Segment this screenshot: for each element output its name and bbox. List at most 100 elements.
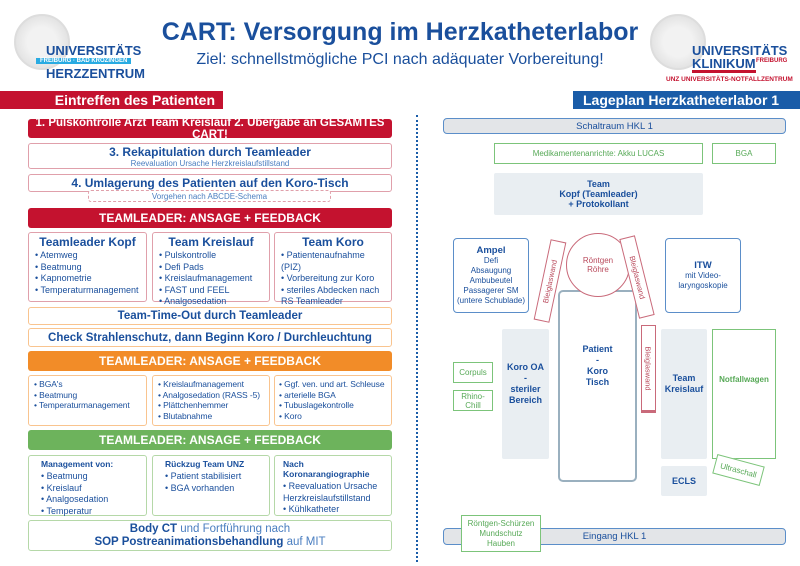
list-item: Plättchenhemmer — [158, 400, 264, 411]
col-title: Rückzug Team UNZ — [165, 459, 245, 469]
medikamente: Medikamentenanrichte: Akku LUCAS — [494, 143, 703, 164]
label: Absaugung — [470, 265, 512, 275]
label: Ambubeutel — [469, 275, 513, 285]
step3-box: 3. Rekapitulation durch Teamleader Reeva… — [28, 143, 392, 169]
label: ITW — [694, 259, 712, 271]
list-item: Kreislaufmanagement — [158, 379, 264, 390]
col-title: Nach Koronarangiographie — [283, 459, 370, 479]
logo-text: FREIBURG · BAD KROZINGEN — [36, 58, 132, 64]
label: Patient — [582, 344, 613, 354]
phase1-bar: TEAMLEADER: ANSAGE + FEEDBACK — [28, 208, 392, 228]
phase1-col-koro: Team Koro Patientenaufnahme (PIZ)Vorbere… — [274, 232, 392, 306]
final-box: Body CT und Fortführung nach SOP Postrea… — [28, 520, 392, 551]
list-item: Vorbereitung zur Koro — [281, 273, 385, 285]
final-bold: SOP Postreanimationsbehandlung — [94, 535, 284, 548]
label: + Protokollant — [568, 199, 629, 209]
phase2-col-3: Ggf. ven. und art. Schleusearterielle BG… — [274, 375, 392, 426]
bga: BGA — [712, 143, 776, 164]
list-item: Koro — [279, 411, 387, 422]
list-item: Kreislaufmanagement — [159, 273, 263, 285]
list-item: Analgosedation — [41, 494, 134, 506]
label: steriler — [510, 384, 541, 394]
label: Röntgen-Schürzen — [467, 518, 535, 528]
col-title: Team Kreislauf — [168, 235, 254, 249]
list-item: Temperaturmanagement — [34, 400, 141, 411]
label: Tisch — [585, 377, 610, 387]
list-item: arterielle BGA — [279, 390, 387, 401]
final-text: und Fortführung nach — [177, 522, 291, 535]
step3-title: 3. Rekapitulation durch Teamleader — [109, 144, 311, 159]
university-seal-icon — [650, 14, 706, 70]
list-item: Defi Pads — [159, 262, 263, 274]
list-item: Beatmung — [41, 471, 134, 483]
list-item: Beatmung — [35, 262, 140, 274]
page-subtitle: Ziel: schnellstmögliche PCI nach adäquat… — [196, 51, 604, 68]
step3-sub: Reevaluation Ursache Herzkreislaufstills… — [130, 158, 290, 168]
logo-text: UNIVERSITÄTS — [46, 43, 142, 58]
label: - — [524, 373, 527, 383]
phase3-col-1: Management von: BeatmungKreislaufAnalgos… — [28, 455, 147, 516]
label: Chill — [465, 400, 481, 410]
label: Koro — [587, 366, 608, 376]
itw: ITW mit Video-laryngoskopie — [665, 238, 741, 313]
logo-text: HERZZENTRUM — [46, 66, 145, 81]
rhino-chill: Rhino-Chill — [453, 390, 493, 411]
phase3-col-3: Nach Koronarangiographie Reevaluation Ur… — [274, 455, 392, 516]
col-title: Team Koro — [302, 235, 364, 249]
label: Bleiglaswand — [541, 258, 560, 304]
label: laryngoskopie — [678, 280, 728, 290]
list-item: Patientenaufnahme (PIZ) — [281, 250, 385, 273]
list-item: Analgosedation — [159, 296, 263, 308]
section-title-layout: Lageplan Herzkatheterlabor 1 — [573, 91, 800, 109]
list-item: Kapnometrie — [35, 273, 140, 285]
label: Koro OA — [507, 362, 544, 372]
label: Hauben — [486, 538, 516, 548]
list-item: Blutabnahme — [158, 411, 264, 422]
label: Röhre — [587, 265, 609, 274]
col-title: Teamleader Kopf — [39, 235, 136, 249]
list-item: Kreislauf — [41, 483, 134, 495]
schaltraum: Schaltraum HKL 1 — [443, 118, 786, 134]
label: Bereich — [508, 395, 543, 405]
phase1-col-kreislauf: Team Kreislauf PulskontrolleDefi PadsKre… — [152, 232, 270, 306]
list-item: Beatmung — [34, 390, 141, 401]
phase2-col-1: BGA'sBeatmungTemperaturmanagement — [28, 375, 147, 426]
label: Mundschutz — [479, 528, 523, 538]
phase1-col-kopf: Teamleader Kopf AtemwegBeatmungKapnometr… — [28, 232, 147, 302]
label: Ampel — [476, 244, 506, 256]
logo-text: UNZ UNIVERSITÄTS-NOTFALLZENTRUM — [666, 76, 793, 83]
logo-text: KLINIKUM — [692, 56, 756, 73]
label: Röntgen — [582, 256, 614, 265]
list-item: Patient stabilisiert — [165, 471, 257, 483]
herzzentrum-logo: UNIVERSITÄTS FREIBURG · BAD KROZINGEN HE… — [14, 14, 164, 84]
check-box: Check Strahlenschutz, dann Beginn Koro /… — [28, 328, 392, 347]
list-item: Analgosedation (RASS -5) — [158, 390, 264, 401]
klinikum-logo: UNIVERSITÄTS KLINIKUM FREIBURG UNZ UNIVE… — [650, 14, 800, 84]
bleiglaswand-vertical: Bleiglaswand — [641, 325, 656, 413]
label: Passagerer SM — [463, 285, 519, 295]
phase2-bar: TEAMLEADER: ANSAGE + FEEDBACK — [28, 351, 392, 371]
divider — [416, 115, 418, 562]
list-item: BGA's — [34, 379, 141, 390]
label: Defi — [483, 255, 499, 265]
label: (untere Schublade) — [456, 295, 526, 305]
logo-text: FREIBURG — [756, 58, 788, 64]
list-item: Pulskontrolle — [159, 250, 263, 262]
phase3-bar: TEAMLEADER: ANSAGE + FEEDBACK — [28, 430, 392, 450]
notfallwagen: Notfallwagen — [712, 329, 776, 459]
label: - — [596, 355, 599, 365]
timeout-box: Team-Time-Out durch Teamleader — [28, 307, 392, 325]
phase2-col-2: KreislaufmanagementAnalgosedation (RASS … — [152, 375, 270, 426]
list-item: steriles Abdecken nach RS Teamleader — [281, 285, 385, 308]
list-item: Temperatur — [41, 506, 134, 518]
list-item: Temperaturmanagement — [35, 285, 140, 297]
list-item: BGA vorhanden — [165, 483, 257, 495]
label: Team — [587, 179, 610, 189]
ecls: ECLS — [661, 466, 707, 496]
